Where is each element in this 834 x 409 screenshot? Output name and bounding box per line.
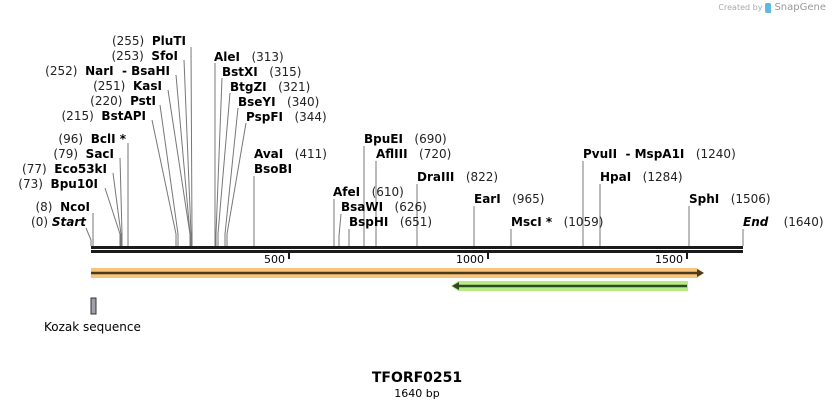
credit-prefix: Created by — [718, 3, 763, 12]
tick-label-1000: 1000 — [456, 253, 484, 266]
snapgene-credit: Created by SnapGene — [718, 2, 826, 13]
tick-500 — [288, 253, 290, 259]
site-eari[interactable]: EarI (965) — [474, 192, 545, 206]
site-pluti[interactable]: (255) PluTI — [111, 34, 186, 48]
site-sphi[interactable]: SphI (1506) — [689, 192, 771, 206]
site-afliii[interactable]: AflIII (720) — [376, 147, 452, 161]
tick-label-500: 500 — [264, 253, 285, 266]
backbone-bottom-strand — [91, 250, 743, 253]
sequence-title: TFORF0251 — [371, 370, 463, 386]
site-bcli[interactable]: (96) BclI * — [58, 132, 126, 146]
site-msci[interactable]: MscI * (1059) — [511, 215, 604, 229]
site-bstapi[interactable]: (215) BstAPI — [61, 109, 147, 123]
site-pspfi[interactable]: PspFI (344) — [246, 110, 327, 124]
site-kasi[interactable]: (251) KasI — [93, 79, 162, 93]
site-bstxi[interactable]: BstXI (315) — [222, 65, 302, 79]
tick-1000 — [487, 253, 489, 259]
site-bsobi[interactable]: BsoBI — [254, 162, 293, 176]
site-lines — [85, 46, 744, 246]
sequence-length: 1640 bp — [394, 387, 440, 400]
site-draiii[interactable]: DraIII (822) — [417, 170, 499, 184]
site-bsawi[interactable]: BsaWI (626) — [341, 200, 427, 214]
site-psti[interactable]: (220) PstI — [90, 94, 156, 108]
site-name: Start — [51, 215, 86, 229]
feature-kozak-box[interactable] — [90, 297, 97, 315]
site-sfoi[interactable]: (253) SfoI — [111, 49, 179, 63]
credit-brand: SnapGene — [774, 2, 826, 13]
backbone-top-strand — [91, 246, 743, 249]
site-pvuii-mspa1i[interactable]: PvuII - MspA1I (1240) — [583, 147, 736, 161]
site-start[interactable]: (0) Start — [31, 215, 86, 229]
snapgene-logo-icon — [765, 2, 772, 13]
site-afei[interactable]: AfeI (610) — [333, 185, 404, 199]
site-bpu10i[interactable]: (73) Bpu10I — [18, 177, 98, 191]
site-btgzi[interactable]: BtgZI (321) — [230, 80, 311, 94]
feature-orf-reverse[interactable] — [451, 281, 688, 291]
feature-orf-forward[interactable] — [91, 268, 704, 278]
site-alei[interactable]: AleI (313) — [214, 50, 284, 64]
site-hpai[interactable]: HpaI (1284) — [600, 170, 683, 184]
site-ncoi[interactable]: (8) NcoI — [35, 200, 90, 214]
site-bseyi[interactable]: BseYI (340) — [238, 95, 320, 109]
site-bpuei[interactable]: BpuEI (690) — [364, 132, 447, 146]
site-nari-bsahi[interactable]: (252) NarI - BsaHI — [45, 64, 170, 78]
kozak-sequence-label: Kozak sequence — [44, 320, 141, 334]
site-saci[interactable]: (79) SacI — [53, 147, 114, 161]
site-eco53ki[interactable]: (77) Eco53kI — [22, 162, 107, 176]
site-bsphi[interactable]: BspHI (651) — [349, 215, 433, 229]
tick-1500 — [686, 253, 688, 259]
site-end[interactable]: End (1640) — [743, 215, 824, 229]
tick-label-1500: 1500 — [655, 253, 683, 266]
site-avai[interactable]: AvaI (411) — [254, 147, 327, 161]
